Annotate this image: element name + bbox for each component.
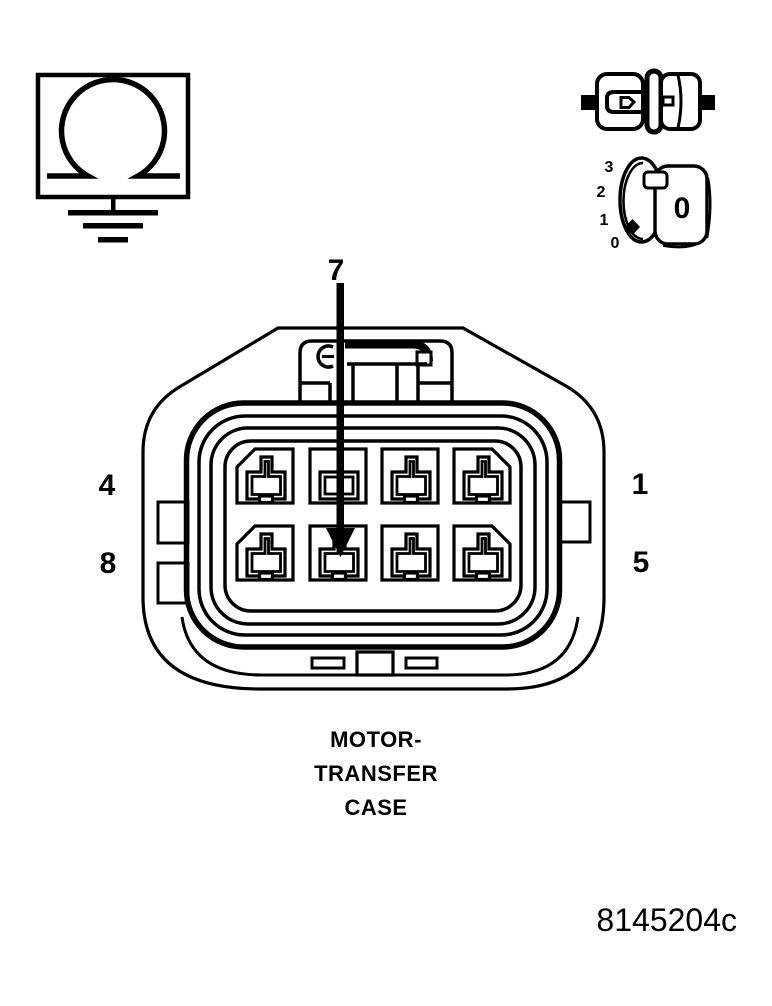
right-index-tab (557, 500, 592, 544)
key-depth-line-bottom (662, 240, 702, 249)
seal-ring (644, 68, 664, 135)
dial-pointer-marker (625, 219, 640, 235)
connector-face-diagram: 4 8 1 5 7 (99, 254, 650, 691)
ground-bar-1 (68, 210, 158, 216)
key-zero-label: 0 (674, 192, 691, 225)
component-with-ground-icon (35, 72, 191, 243)
wire-stub-right (699, 95, 715, 110)
terminal-tab (619, 96, 637, 109)
figure-caption: MOTOR- TRANSFER CASE (314, 727, 438, 820)
dial-position-3: 3 (605, 159, 614, 176)
left-index-tab-upper (156, 500, 190, 545)
dial-position-0: 0 (611, 235, 620, 252)
ground-stem (111, 197, 116, 213)
pin-label-top-left: 4 (99, 469, 116, 502)
caption-line-3: CASE (344, 795, 407, 820)
latch-curl (316, 344, 334, 369)
seal-ring-middle (197, 414, 549, 637)
wire-stub-left (581, 95, 598, 110)
ground-bar-2 (83, 223, 143, 229)
terminal-fork (605, 90, 643, 114)
disconnected-connector-icon (581, 68, 715, 135)
terminal-cavities (235, 447, 512, 582)
left-index-tab-lower (156, 561, 190, 605)
dial-position-2: 2 (597, 184, 606, 201)
rotary-dial-at-0-icon: 3 2 1 0 0 (597, 156, 712, 252)
ground-bar-3 (98, 237, 128, 243)
cavity-pin-1 (452, 447, 512, 505)
female-half-contour (676, 74, 683, 129)
bottom-key-square (355, 650, 395, 677)
bottom-key-bar-right (404, 656, 439, 670)
pin-label-bottom-left: 8 (100, 547, 117, 580)
dial-position-1: 1 (600, 212, 609, 229)
cavity-pin-5 (452, 524, 512, 582)
arrow-shaft (336, 283, 344, 530)
cavity-pin-8 (235, 524, 295, 582)
caption-line-1: MOTOR- (330, 727, 422, 752)
cavity-pin-6 (380, 524, 440, 582)
pin-label-arrow: 7 (328, 254, 345, 287)
latch-tower (298, 339, 454, 404)
bottom-key-bar-left (310, 656, 346, 670)
figure-number: 8145204c (596, 902, 737, 938)
key-depth-line (705, 177, 712, 239)
connector-outer-shell (141, 326, 606, 691)
dial-disc-inner-rim (622, 161, 644, 241)
terminal-plate (223, 439, 523, 613)
cavity-pin-2 (380, 447, 440, 505)
omega-coil-symbol (47, 76, 180, 179)
caption-line-2: TRANSFER (314, 761, 438, 786)
lock-slot (661, 95, 675, 107)
pin-label-bottom-right: 5 (633, 546, 650, 579)
arrow-head (326, 528, 355, 557)
seal-ring-outer (183, 400, 563, 650)
cavity-pin-4 (235, 447, 295, 505)
pin-label-top-right: 1 (632, 468, 649, 501)
pin-7-arrow-callout: 7 (326, 254, 355, 557)
seal-ring-inner (209, 426, 537, 626)
key-notch (642, 170, 669, 190)
